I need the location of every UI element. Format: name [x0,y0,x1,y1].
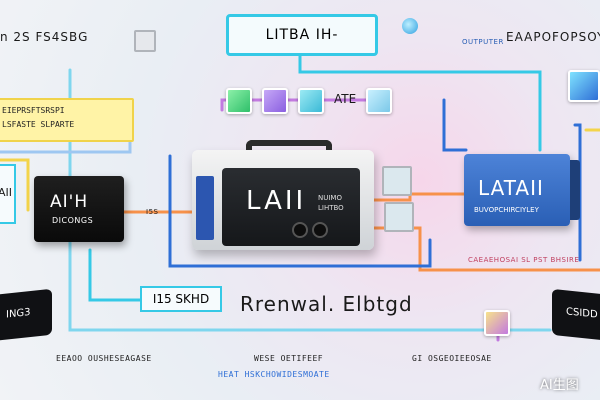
label-box: I15 SKHD [140,286,222,312]
watermark: AI生图 [540,378,579,393]
left-edge-box: AII [0,164,16,224]
top-left-text: n 2S FS4SBG [0,30,89,44]
device-screen: LAII NUIMO LIHTBO [222,168,360,246]
device-screen-line2: LIHTBO [318,204,344,212]
left-cube-subtitle: DICONGS [52,216,94,225]
left-black-cube: AI'H DICONGS [34,176,124,242]
yellow-note-line1: EIEPRSFTSRSPI [2,106,65,115]
top-right-text: EAAPOFOPSOY [506,30,600,44]
bottom-left-device: ING3 [0,288,52,342]
device-screen-line1: NUIMO [318,194,342,202]
chip-icon-1 [382,166,412,196]
left-edge-label: AII [0,186,13,199]
device-knob-2 [312,222,328,238]
right-sub-text: CAEAEHOSAI SL PST BHSIRE [468,256,580,264]
green-tile-icon [226,88,252,114]
yellow-note-box: EIEPRSFTSRSPI LSFASTE SLPARTE [0,98,134,142]
footer-right-text: GI OSGEOIEEOSAE [412,354,492,363]
left-cube-title: AI'H [50,192,89,212]
bottom-left-label: ING3 [6,306,31,321]
top-left-tile [134,30,156,52]
cube-icon [568,70,600,102]
yellow-note-line2: LSFASTE SLPARTE [2,120,75,129]
top-right-small-label: OUTPUTER [462,38,504,46]
cyan-tile-icon [298,88,324,114]
purple-tile-icon [262,88,288,114]
middle-caption: Rrenwal. Elbtgd [240,292,413,316]
device-side-panel [196,176,214,240]
tile-label: ATE [334,92,357,106]
footer-mid-text-1: WESE OETIFEEF [254,354,324,363]
footer-mid-text-2: HEAT HSKCHOWIDESMOATE [218,370,330,379]
device-screen-title: LAII [246,186,307,216]
bottom-right-device: CSIDD [552,288,600,342]
right-blue-device: LATAII BUVOPCHIRCIYLEY [464,154,570,226]
gear-tile-icon [366,88,392,114]
right-device-subtitle: BUVOPCHIRCIYLEY [474,206,539,214]
chip-icon-2 [384,202,414,232]
bottom-right-label: CSIDD [566,306,598,321]
orb-icon [402,18,418,34]
purple-square-icon [484,310,510,336]
right-device-title: LATAII [478,176,544,200]
title-box: LITBA IH- [226,14,378,56]
footer-left-text: EEAOO OUSHESEAGASE [56,354,152,363]
right-device-side [570,160,580,220]
device-knob-1 [292,222,308,238]
small-label-left: I5S [146,208,159,216]
